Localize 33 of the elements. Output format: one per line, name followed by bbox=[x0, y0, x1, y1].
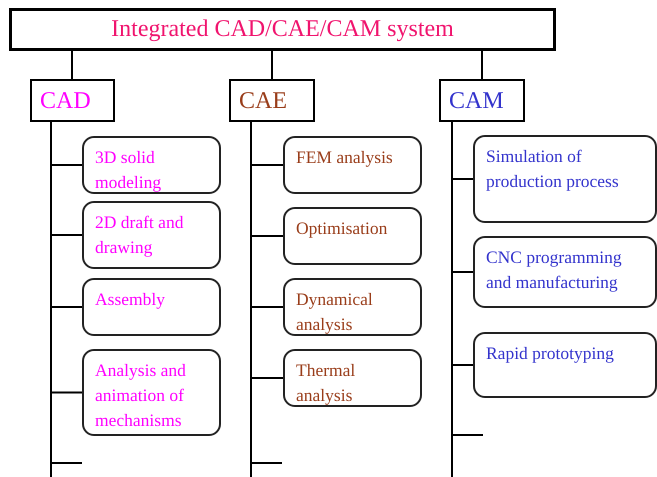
node-label: CNC programming and manufacturing bbox=[486, 246, 623, 294]
rounded-box bbox=[82, 278, 221, 336]
rounded-box bbox=[82, 349, 221, 436]
rounded-box bbox=[283, 207, 422, 265]
node-label: Optimisation bbox=[296, 217, 388, 240]
rounded-box bbox=[473, 332, 657, 398]
category-box bbox=[229, 79, 315, 122]
node-label: Rapid prototyping bbox=[486, 342, 615, 365]
rounded-box bbox=[473, 236, 657, 308]
title-box bbox=[9, 8, 556, 51]
rounded-box bbox=[283, 278, 422, 336]
node-label: CAD bbox=[40, 87, 92, 116]
category-box bbox=[30, 79, 115, 122]
node-label: Analysis and animation of mechanisms bbox=[95, 359, 187, 432]
node-label: Dynamical analysis bbox=[296, 288, 374, 336]
node-label: 2D draft and drawing bbox=[95, 211, 184, 259]
node-label: Assembly bbox=[95, 288, 166, 311]
node-label: CAM bbox=[449, 87, 505, 116]
rounded-box bbox=[283, 349, 422, 407]
node-label: CAE bbox=[239, 87, 288, 116]
node-label: Integrated CAD/CAE/CAM system bbox=[111, 15, 454, 44]
rounded-box bbox=[82, 201, 221, 269]
node-label: Simulation of production process bbox=[486, 145, 620, 193]
rounded-box bbox=[82, 136, 221, 194]
node-label: Thermal analysis bbox=[296, 359, 356, 407]
node-label: FEM analysis bbox=[296, 146, 394, 169]
node-label: 3D solid modeling bbox=[95, 146, 162, 194]
rounded-box bbox=[283, 136, 422, 194]
connector-line bbox=[481, 51, 483, 79]
connector-line bbox=[271, 51, 273, 79]
category-box bbox=[439, 79, 525, 122]
connector-line bbox=[71, 51, 73, 79]
rounded-box bbox=[473, 135, 657, 223]
